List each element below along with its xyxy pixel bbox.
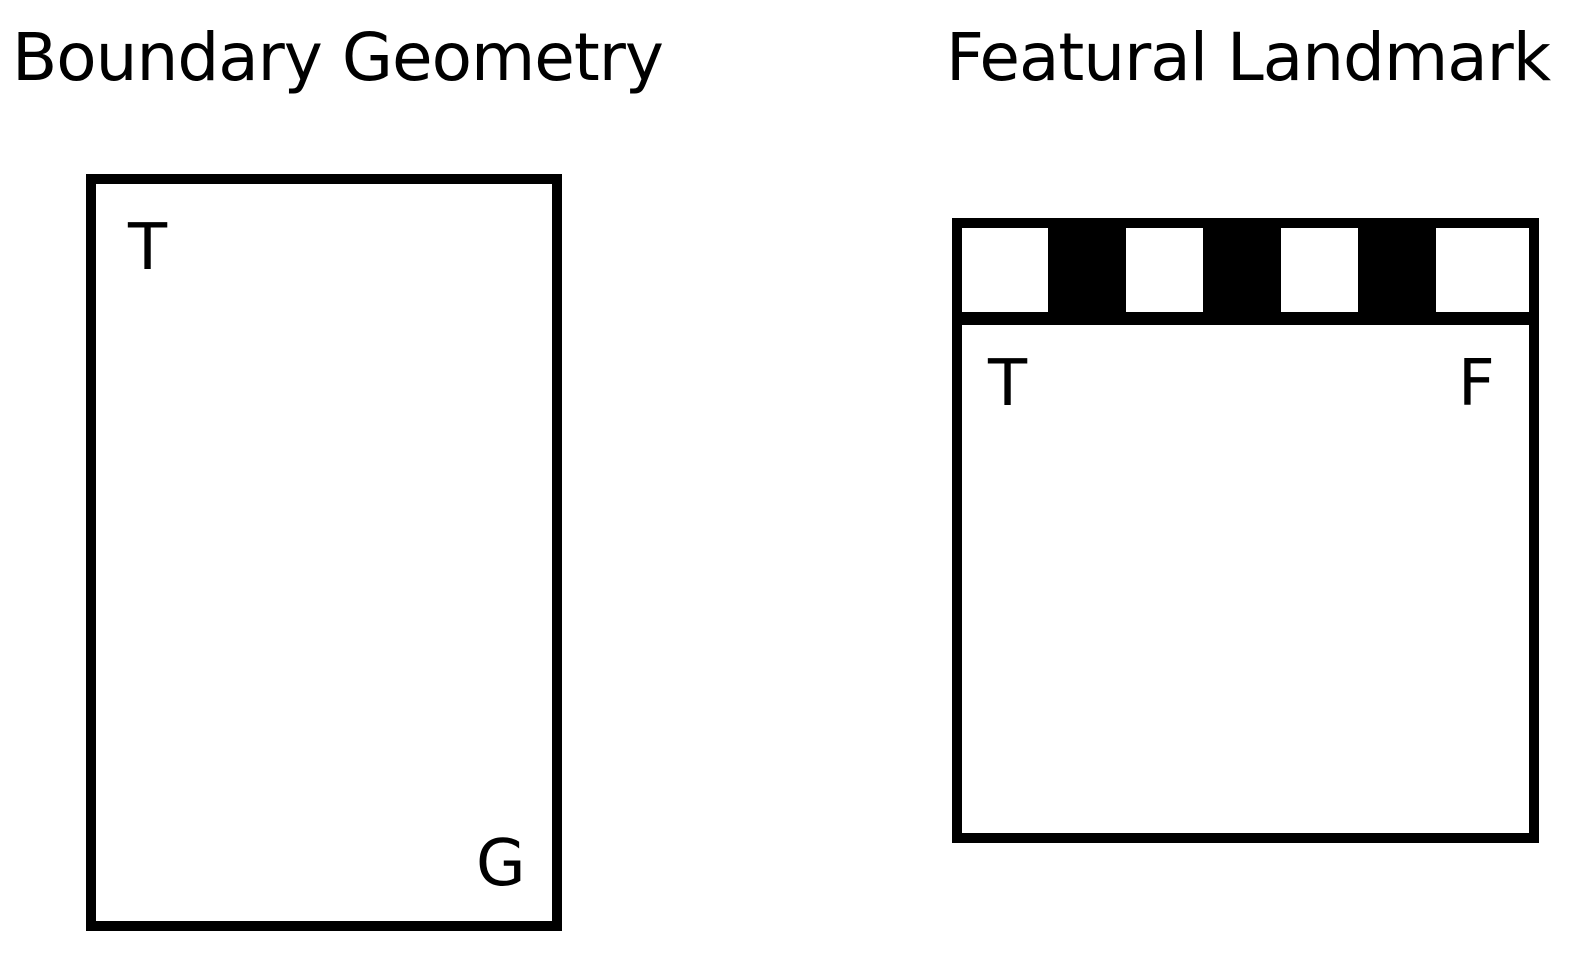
rectangular-arena [86, 174, 562, 931]
target-marker-rectangle: T [128, 211, 168, 285]
landmark-stripe-white [1436, 228, 1526, 312]
landmark-stripe-white [1281, 228, 1358, 312]
feature-marker: F [1458, 347, 1495, 421]
featural-landmark-title: Featural Landmark [946, 19, 1551, 96]
landmark-stripe-white [962, 228, 1048, 312]
boundary-geometry-title: Boundary Geometry [12, 19, 664, 96]
landmark-stripe-white [1126, 228, 1203, 312]
landmark-stripe-black [1358, 228, 1436, 312]
landmark-stripe-black [1203, 228, 1281, 312]
landmark-stripe-black [1048, 228, 1126, 312]
target-marker-square: T [988, 347, 1028, 421]
striped-landmark-band [962, 228, 1529, 325]
geometry-marker: G [476, 827, 526, 901]
